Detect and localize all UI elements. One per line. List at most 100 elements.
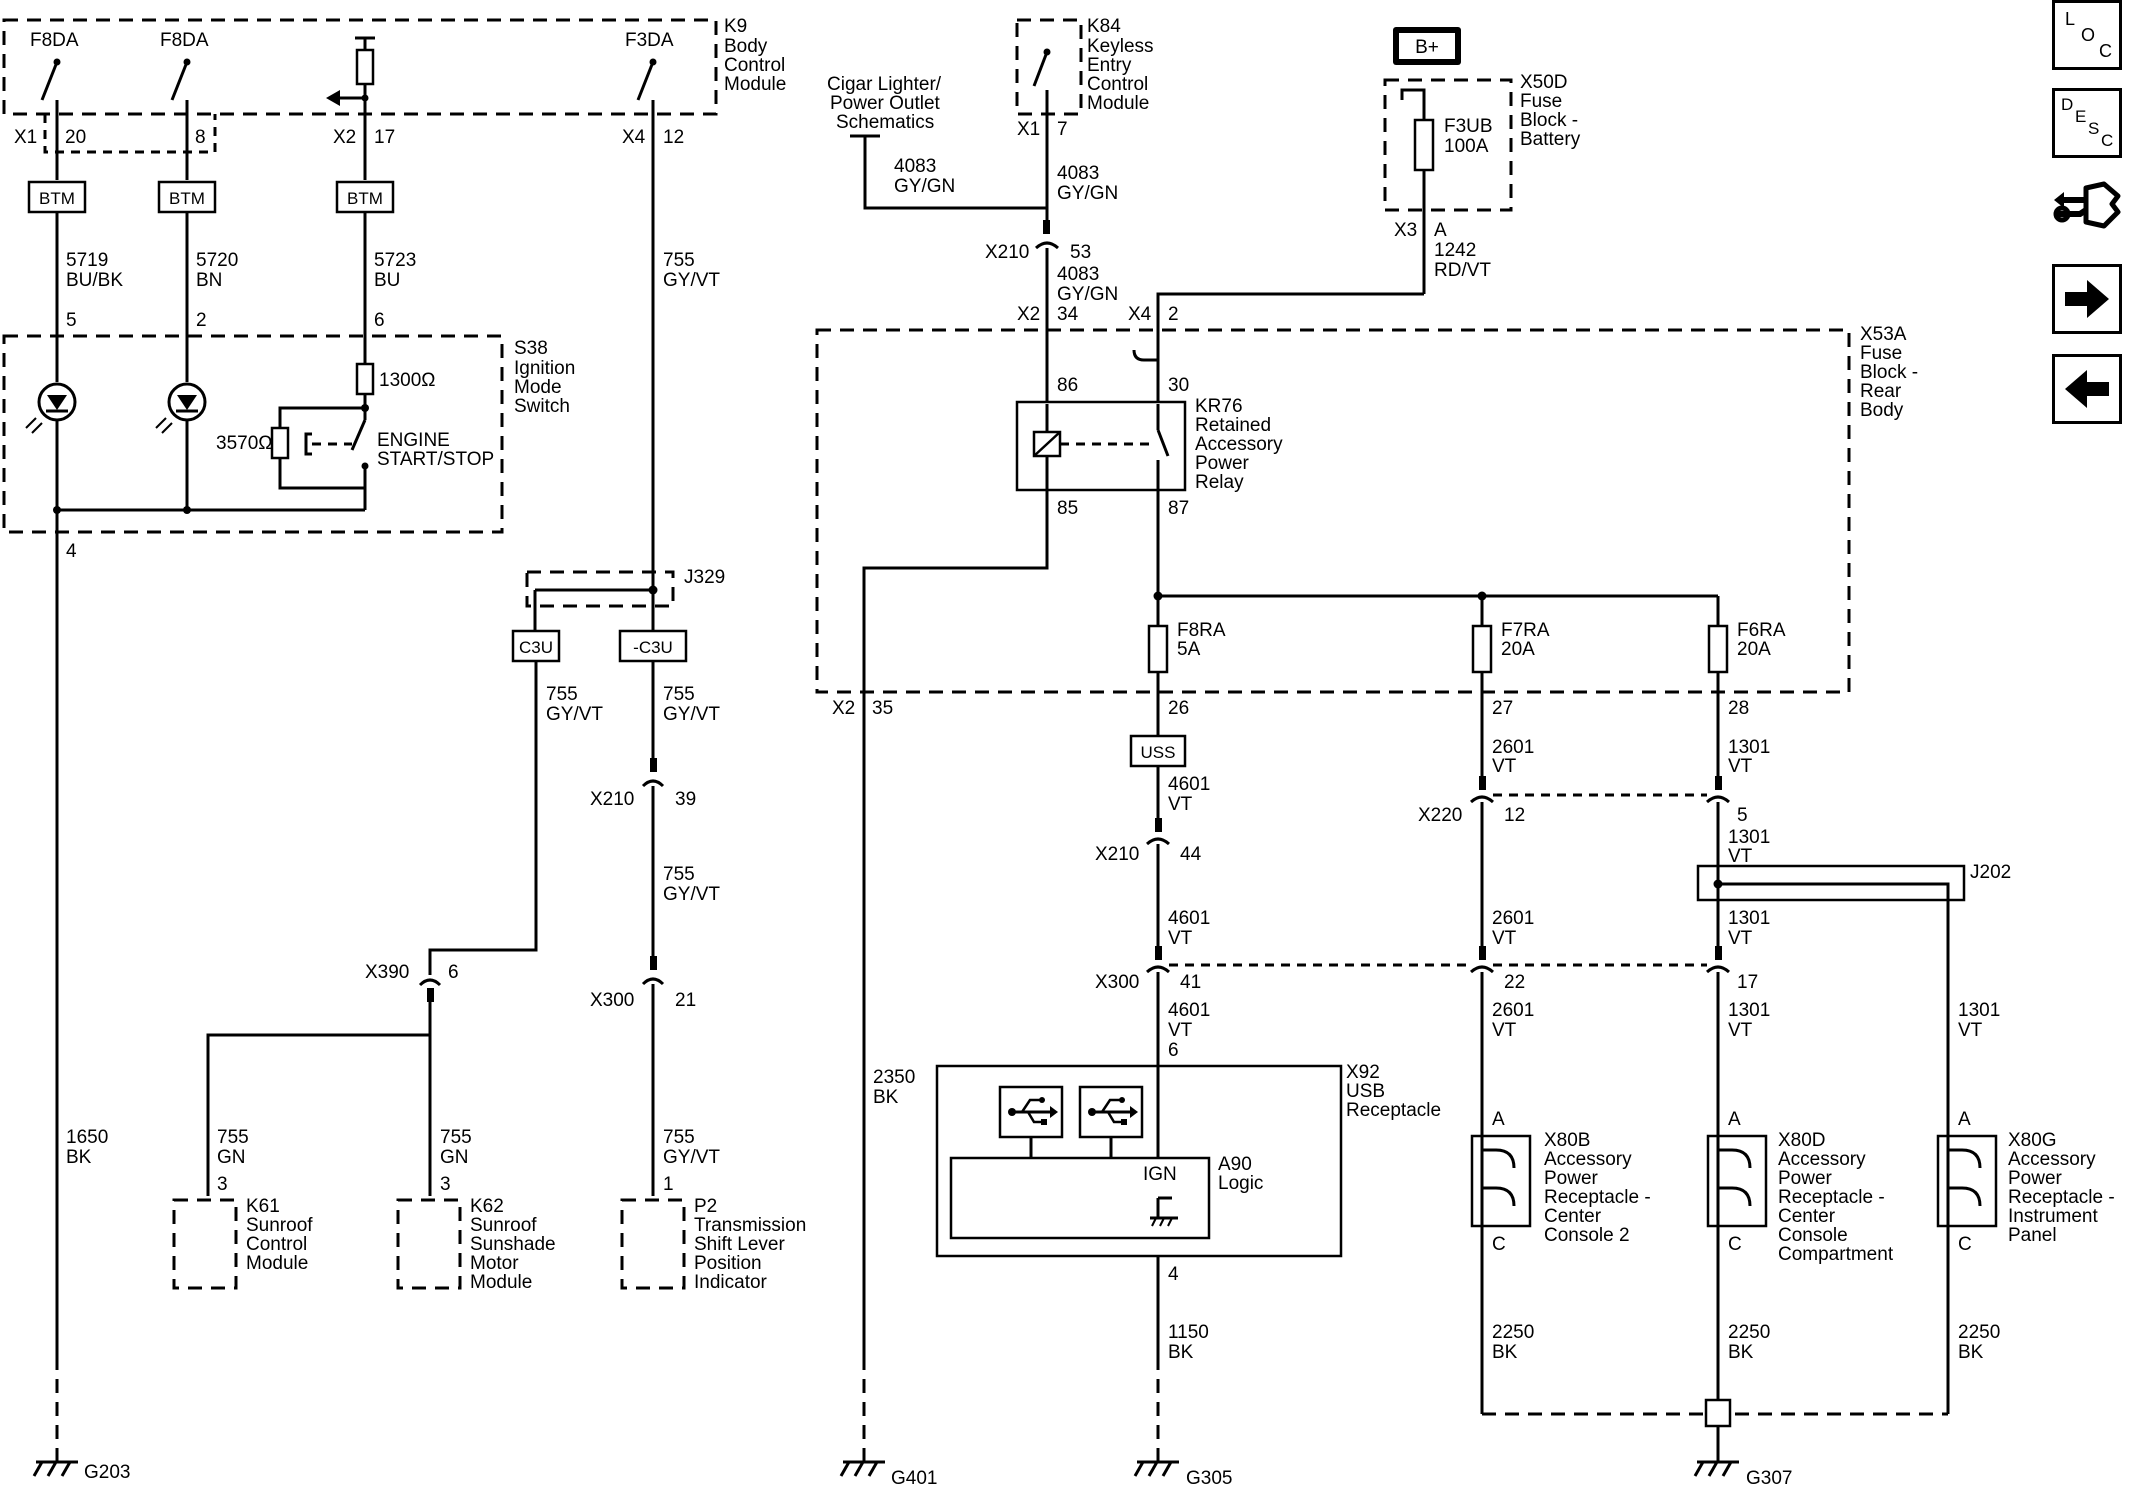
k62-label-4: Module	[470, 1272, 532, 1293]
wire-755gn-color-1: GN	[217, 1147, 246, 1168]
x80g-label-5: Panel	[2008, 1225, 2057, 1246]
wire-1150-color: BK	[1168, 1342, 1194, 1363]
x80d-label-1: Accessory	[1778, 1149, 1866, 1170]
usb-icon-2	[1078, 1085, 1144, 1139]
wire-755-color-5: GY/VT	[663, 1147, 720, 1168]
nc3u-label: -C3U	[633, 638, 673, 657]
battery-label: B+	[1415, 37, 1439, 58]
loc-button[interactable]: L O C	[2052, 0, 2122, 70]
loc-letter-o: O	[2081, 25, 2096, 45]
x53a-label-2: Block -	[1860, 362, 1918, 383]
f7ra-id: F7RA	[1501, 620, 1550, 641]
x80b-id: X80B	[1544, 1130, 1590, 1151]
x80b-label-4: Center	[1544, 1206, 1602, 1227]
wire-4601-num-3: 4601	[1168, 1000, 1210, 1021]
x80g-label-2: Power	[2008, 1168, 2063, 1189]
logic-ground-icon	[1150, 1196, 1178, 1227]
prev-button[interactable]	[2052, 354, 2122, 424]
wire-2601-num-1: 2601	[1492, 737, 1534, 758]
connector-end-view-icon[interactable]	[2052, 174, 2124, 246]
resistor-3570	[270, 426, 290, 460]
wire-2350-color: BK	[873, 1087, 899, 1108]
wire-1301-num-5: 1301	[1958, 1000, 2000, 1021]
uss-label: USS	[1141, 743, 1176, 762]
ground-splice-box	[1704, 1398, 1732, 1428]
wire-4601-color-2: VT	[1168, 928, 1193, 949]
loc-letter-c: C	[2099, 41, 2112, 61]
arrow-left-icon	[2065, 370, 2109, 408]
conn-x4-k9: X4	[622, 127, 646, 148]
k84-switch	[1032, 48, 1051, 114]
ground-g203-icon	[32, 1460, 78, 1477]
wire-2250-num-2: 2250	[1728, 1322, 1770, 1343]
wire-755-num-3: 755	[663, 684, 695, 705]
next-button[interactable]	[2052, 264, 2122, 334]
wire-2350-num: 2350	[873, 1067, 915, 1088]
pin-k61-3: 3	[217, 1174, 228, 1195]
wire-755gn-num-1: 755	[217, 1127, 249, 1148]
btm-box-2	[157, 180, 217, 214]
wire-1301-num-4: 1301	[1728, 1000, 1770, 1021]
k62-label-3: Motor	[470, 1253, 519, 1274]
wire-4601-num-1: 4601	[1168, 774, 1210, 795]
x80b-label-2: Power	[1544, 1168, 1599, 1189]
x50d-label-3: Battery	[1520, 129, 1581, 150]
wire-2350	[862, 490, 1049, 1356]
k84-label-2: Entry	[1087, 55, 1132, 76]
kr76-label-2: Accessory	[1195, 434, 1283, 455]
desc-letter-d: D	[2061, 95, 2074, 114]
x220-connector-icon-1	[1469, 795, 1495, 804]
f8ra-rating: 5A	[1177, 639, 1201, 660]
splice-j202: J202	[1970, 862, 2011, 883]
k9-switch-2	[170, 58, 191, 114]
k9-switch-3	[636, 58, 657, 114]
f6ra-id: F6RA	[1737, 620, 1786, 641]
x80d-label-3: Receptacle -	[1778, 1187, 1885, 1208]
conn-x2-k9: X2	[333, 127, 356, 148]
wire-4601-color-3: VT	[1168, 1020, 1193, 1041]
receptacle-contact-icon-6	[1948, 1186, 1982, 1207]
x80b-label-5: Console 2	[1544, 1225, 1630, 1246]
k62-id: K62	[470, 1196, 504, 1217]
wire-755gn-split	[206, 1033, 432, 1196]
conn-x4-x53a: X4	[1128, 304, 1152, 325]
pin-k9-12: 12	[663, 127, 684, 148]
k62-label-1: Sunroof	[470, 1215, 537, 1236]
k9-opt-f8da-1: F8DA	[30, 30, 79, 51]
k84-label-3: Control	[1087, 74, 1148, 95]
pin-k9-20: 20	[65, 127, 86, 148]
f8ra-fuse	[1147, 624, 1169, 674]
k61-label-3: Module	[246, 1253, 308, 1274]
f3ub-fuse	[1413, 118, 1435, 172]
j329-splice-outline	[525, 570, 675, 608]
wire-755gn-color-2: GN	[440, 1147, 469, 1168]
conn-x300-2: X300	[1095, 972, 1139, 993]
x53a-id: X53A	[1860, 324, 1907, 345]
wire-4083-num-3: 4083	[1057, 264, 1099, 285]
conn-x1-k84: X1	[1017, 119, 1040, 140]
pin-relay-87: 87	[1168, 498, 1189, 519]
k9-opt-f3da: F3DA	[625, 30, 674, 51]
pin-k9-8: 8	[195, 127, 206, 148]
a90-label-1: Logic	[1218, 1173, 1263, 1194]
wire-1301-to-x80g	[1718, 882, 1950, 1136]
k9-label-1: Body	[724, 36, 768, 57]
p2-label-1: Transmission	[694, 1215, 806, 1236]
receptacle-contact-icon-1	[1482, 1148, 1516, 1169]
pin-relay-86: 86	[1057, 375, 1078, 396]
p2-id: P2	[694, 1196, 717, 1217]
x80g-label-4: Instrument	[2008, 1206, 2098, 1227]
s38-label-3: Switch	[514, 396, 570, 417]
desc-button[interactable]: D E S C	[2052, 88, 2122, 158]
receptacle-contact-icon-5	[1948, 1148, 1982, 1169]
wire-2601-num-2: 2601	[1492, 908, 1534, 929]
pin-x53a-34: 34	[1057, 304, 1079, 325]
x80d-id: X80D	[1778, 1130, 1826, 1151]
wire-4083-from-cigar	[863, 136, 1047, 210]
f6ra-rating: 20A	[1737, 639, 1771, 660]
kr76-id: KR76	[1195, 396, 1243, 417]
led-icon-2	[155, 382, 207, 434]
cigar-label-3: Schematics	[836, 112, 934, 133]
wire-755-num-2: 755	[546, 684, 578, 705]
x1-connector-bracket	[43, 114, 217, 154]
